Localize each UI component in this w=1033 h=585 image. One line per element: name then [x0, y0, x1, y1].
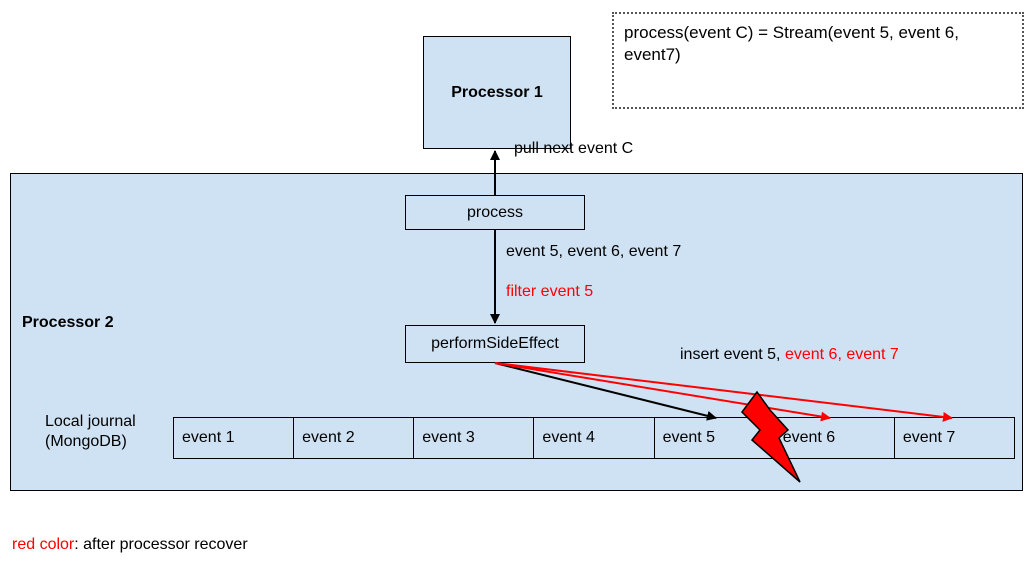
insert-event5-arrow — [494, 362, 717, 421]
journal-cell: event 3 — [414, 418, 535, 458]
journal-cell: event 4 — [534, 418, 655, 458]
journal-table: event 1 event 2 event 3 event 4 event 5 … — [173, 417, 1015, 459]
local-journal-label-line2: (MongoDB) — [45, 433, 127, 450]
local-journal-label: Local journal (MongoDB) — [45, 412, 136, 452]
lightning-bolt-icon — [741, 390, 801, 483]
events-edge-label: event 5, event 6, event 7 — [506, 243, 682, 260]
process-box: process — [405, 195, 585, 230]
processor1-label: Processor 1 — [451, 83, 543, 101]
insert-event6-arrow — [494, 362, 831, 422]
process-label: process — [466, 203, 524, 221]
legend-rest: : after processor recover — [74, 536, 248, 553]
pull-edge-label: pull next event C — [514, 140, 634, 157]
processor2-label: Processor 2 — [22, 314, 114, 331]
processor1-box: Processor 1 — [423, 36, 571, 149]
side-effect-box: performSideEffect — [405, 325, 585, 363]
local-journal-label-line1: Local journal — [45, 413, 136, 430]
insert-label-red: event 6, event 7 — [784, 346, 899, 363]
journal-cell: event 1 — [174, 418, 295, 458]
filter-edge-label: filter event 5 — [506, 283, 594, 300]
insert-label-black: insert event 5, — [680, 346, 785, 363]
journal-cell: event 7 — [902, 429, 956, 446]
journal-cell: event 2 — [294, 418, 415, 458]
legend: red color: after processor recover — [12, 536, 248, 554]
process-note: process(event C) = Stream(event 5, event… — [612, 12, 1024, 109]
legend-red-part: red color — [12, 536, 75, 553]
side-effect-label: performSideEffect — [431, 335, 559, 352]
insert-event7-arrow — [494, 362, 953, 422]
insert-label: insert event 5, event 6, event 7 — [680, 346, 899, 364]
journal-cell: event 6 — [775, 418, 895, 458]
